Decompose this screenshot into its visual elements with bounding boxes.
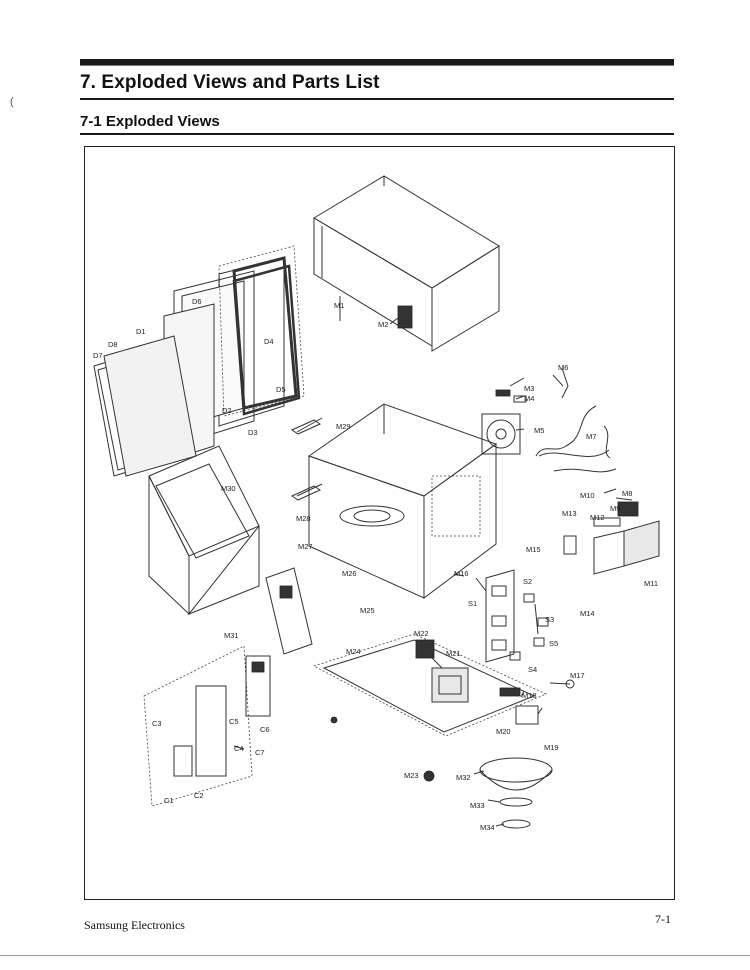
thermal-cutout [495, 389, 527, 403]
label-d5: D5 [276, 385, 286, 394]
label-m27: M27 [298, 542, 313, 551]
turntable-tray [423, 757, 553, 829]
header-top-rule-shadow [80, 65, 674, 66]
label-m18: M18 [522, 691, 537, 700]
control-board-assembly [143, 645, 271, 807]
footer-company: Samsung Electronics [84, 918, 185, 932]
label-m17: M17 [570, 671, 585, 680]
label-m14: M14 [580, 609, 595, 618]
label-c7: C7 [255, 748, 265, 757]
label-m26: M26 [342, 569, 357, 578]
label-s5: S5 [549, 639, 558, 648]
page-bottom-rule [0, 955, 750, 956]
label-m3: M3 [524, 384, 534, 393]
label-m13: M13 [562, 509, 577, 518]
power-cord [535, 367, 611, 459]
label-c5: C5 [229, 717, 239, 726]
label-m31: M31 [224, 631, 239, 640]
label-c3: C3 [152, 719, 162, 728]
label-d6: D6 [192, 297, 202, 306]
label-m24: M24 [346, 647, 361, 656]
label-m12: M12 [590, 513, 605, 522]
label-m28: M28 [296, 514, 311, 523]
label-s1: S1 [468, 599, 477, 608]
switch-holder [485, 569, 515, 663]
part-labels: D6 D1 D8 D7 D4 D5 D2 D3 M1 M2 M6 M3 M4 M… [93, 297, 658, 832]
label-m25: M25 [360, 606, 375, 615]
label-m8: M8 [622, 489, 632, 498]
label-d7: D7 [93, 351, 103, 360]
header-top-rule [80, 59, 674, 65]
label-m6: M6 [558, 363, 568, 372]
footer-page-number: 7-1 [655, 912, 671, 926]
control-panel [265, 567, 313, 655]
label-s4: S4 [528, 665, 537, 674]
label-m9: M9 [610, 504, 620, 513]
label-m5: M5 [534, 426, 544, 435]
label-m20: M20 [496, 727, 511, 736]
label-c4: C4 [234, 744, 244, 753]
label-m29: M29 [336, 422, 351, 431]
base-plate [312, 633, 575, 737]
section-title: 7. Exploded Views and Parts List [80, 72, 380, 93]
micro-switches [509, 593, 549, 661]
label-m2: M2 [378, 320, 388, 329]
label-m33: M33 [470, 801, 485, 810]
diagram-frame [84, 146, 675, 900]
label-d1: D1 [136, 327, 146, 336]
subsection-title-underline [80, 133, 674, 135]
margin-mark: ( [10, 96, 14, 108]
label-m7: M7 [586, 432, 596, 441]
label-m23: M23 [404, 771, 419, 780]
label-m4: M4 [524, 394, 534, 403]
label-m34: M34 [480, 823, 495, 832]
label-m30: M30 [221, 484, 236, 493]
leader-lines [233, 296, 633, 827]
label-d2: D2 [222, 406, 232, 415]
label-c6: C6 [260, 725, 270, 734]
label-c2: C2 [194, 791, 204, 800]
label-c1: C1 [164, 796, 174, 805]
exploded-view-diagram: D6 D1 D8 D7 D4 D5 D2 D3 M1 M2 M6 M3 M4 M… [84, 146, 675, 900]
oven-cavity [296, 403, 498, 599]
label-d8: D8 [108, 340, 118, 349]
label-m19: M19 [544, 743, 559, 752]
label-s2: S2 [523, 577, 532, 586]
label-m1: M1 [334, 301, 344, 310]
cooling-fan [481, 413, 521, 455]
cabinet-label-plate [397, 305, 413, 329]
subsection-title: 7-1 Exploded Views [80, 113, 220, 130]
label-m11: M11 [644, 579, 658, 588]
front-plate [148, 445, 260, 616]
label-m21: M21 [446, 649, 461, 658]
label-d3: D3 [248, 428, 258, 437]
outer-cabinet [313, 175, 500, 352]
choke-frame [232, 264, 301, 416]
label-m32: M32 [456, 773, 471, 782]
stirrer-cover-bracket [290, 419, 322, 501]
label-m16: M16 [454, 569, 469, 578]
section-title-underline [80, 98, 674, 100]
diode-and-fuse [593, 501, 639, 527]
label-m10: M10 [580, 491, 595, 500]
label-m22: M22 [414, 629, 429, 638]
label-m15-switch: M15 [526, 545, 541, 554]
magnetron [431, 667, 469, 703]
high-voltage-capacitor [563, 535, 577, 555]
label-s3: S3 [545, 615, 554, 624]
wire-harness [538, 449, 617, 473]
transformer [593, 520, 660, 575]
label-d4: D4 [264, 337, 274, 346]
